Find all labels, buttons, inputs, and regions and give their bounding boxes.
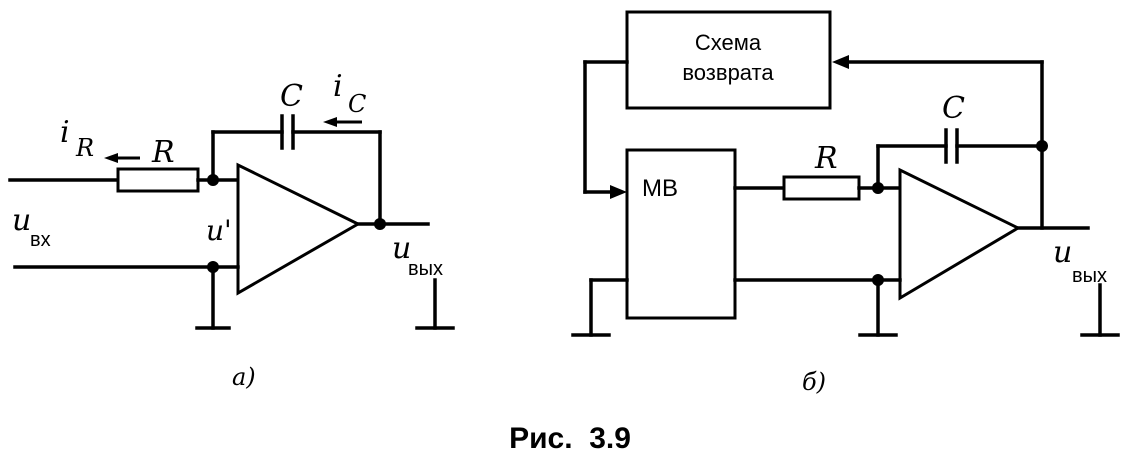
figure-caption: Рис. 3.9 (509, 422, 631, 455)
junction-dot (374, 218, 386, 230)
resistor-r-b (782, 175, 861, 201)
label-u-out: u (392, 231, 411, 266)
label-c: C (280, 79, 303, 114)
sub-caption-b: б) (802, 368, 826, 396)
label-i-r-sub: R (75, 134, 94, 162)
label-r-b: R (814, 141, 838, 176)
arrow-ic-head (323, 117, 337, 127)
integrator-circuit-b: Схема возврата МВ (571, 10, 1120, 396)
reset-circuit-label-line1: Схема (695, 30, 762, 55)
label-i-c: i (333, 69, 343, 104)
junction-dot (872, 274, 884, 286)
label-u-out-b: u (1053, 235, 1072, 270)
label-u-out-sub: вых (408, 258, 443, 280)
integrator-circuit-a: i R R C i C u вх u' u вых a) (8, 69, 455, 391)
junction-dot (207, 261, 219, 273)
reset-circuit-label-line2: возврата (682, 60, 774, 85)
label-r: R (151, 135, 175, 170)
opamp-triangle-b (898, 167, 1022, 301)
reset-circuit-block (625, 10, 832, 110)
label-u-out-sub-b: вых (1072, 265, 1107, 287)
arrow-into-mb (610, 185, 627, 199)
mb-label: МВ (642, 175, 678, 202)
label-c-b: C (942, 91, 965, 126)
label-u-prime: u' (206, 214, 232, 247)
label-u-in-sub: вх (30, 229, 51, 251)
monostable-block (625, 148, 737, 320)
label-u-in: u (12, 203, 31, 238)
label-i-r: i (60, 115, 70, 150)
resistor-r (116, 167, 200, 193)
label-i-c-sub: C (348, 90, 366, 118)
junction-dot (872, 182, 884, 194)
arrow-ir-head (104, 153, 118, 163)
junction-dot (207, 174, 219, 186)
arrow-into-reset (832, 55, 849, 69)
sub-caption-a: a) (232, 363, 256, 391)
junction-dot (1036, 140, 1048, 152)
opamp-triangle (236, 162, 362, 296)
